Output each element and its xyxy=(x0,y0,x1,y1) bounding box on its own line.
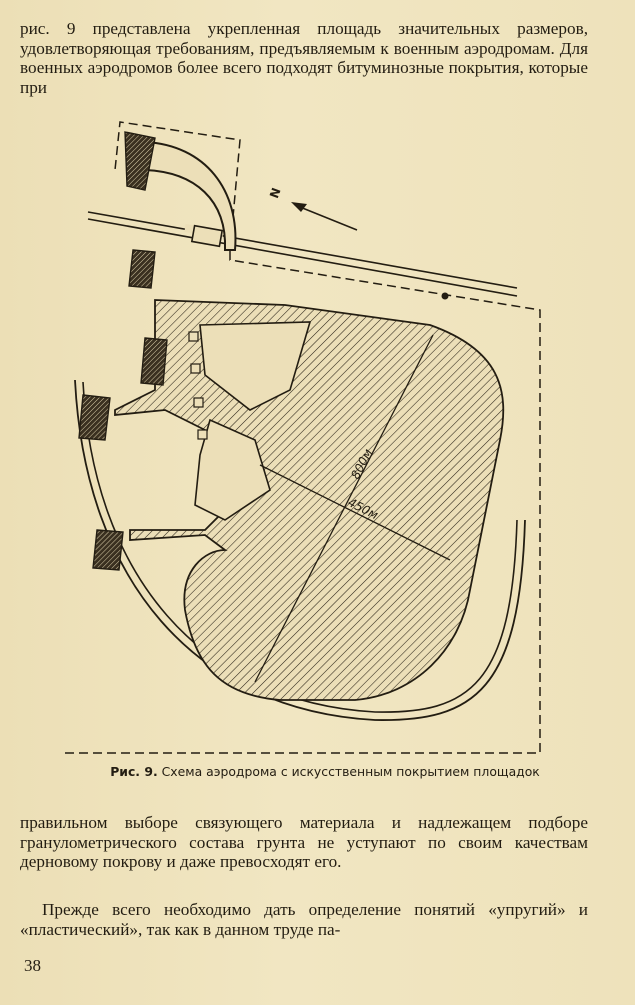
airfield-diagram: 800м 450м N xyxy=(65,121,541,754)
boundary-dashed-line xyxy=(65,121,541,754)
perimeter-track-inner xyxy=(82,381,518,713)
hangar-1 xyxy=(128,249,156,289)
hangar-2 xyxy=(140,337,168,386)
buildings xyxy=(188,331,208,440)
landing-field xyxy=(114,299,505,701)
dimension-lines xyxy=(254,334,451,683)
service-area-cutout-1 xyxy=(199,321,312,411)
paragraph-top: рис. 9 представлена укрепленная площадь … xyxy=(20,19,588,97)
figure-label: Рис. 9. xyxy=(110,764,158,779)
figure-caption-text: Схема аэродрома с искусственным покрытие… xyxy=(161,764,540,779)
hangar-3 xyxy=(78,394,111,441)
marker-dot xyxy=(441,292,449,300)
north-arrow: N xyxy=(267,186,358,231)
figure-caption: Рис. 9. Схема аэродрома с искусственным … xyxy=(70,764,580,779)
gate xyxy=(190,224,224,248)
north-label: N xyxy=(267,186,284,200)
page-number: 38 xyxy=(24,956,41,975)
hangar-4 xyxy=(92,529,124,571)
hangar-top xyxy=(124,131,156,191)
entry-taxiway xyxy=(144,140,237,251)
paragraph-bottom: Прежде всего необходимо дать определение… xyxy=(20,900,588,939)
service-area-cutout-2 xyxy=(194,418,271,521)
paragraph-middle: правильном выборе связующего материала и… xyxy=(20,813,588,872)
